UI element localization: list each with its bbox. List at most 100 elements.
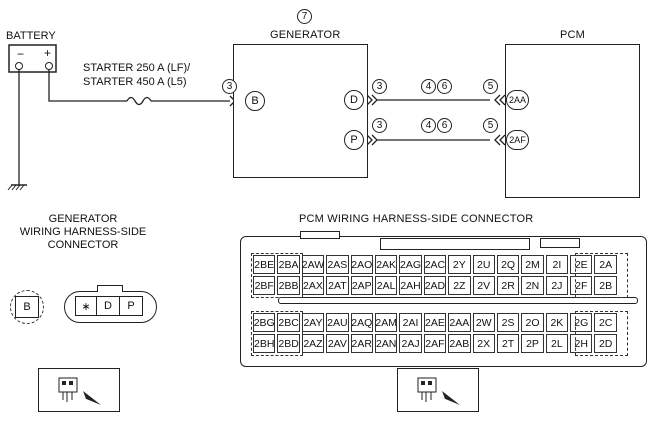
- generator-box: [233, 44, 368, 178]
- pcm-pin-2p: 2P: [521, 334, 544, 353]
- pcm-divider-rail: [278, 297, 638, 304]
- pcm-terminal-2af: 2AF: [506, 130, 529, 150]
- pcm-pin-2ae: 2AE: [423, 313, 447, 332]
- pcm-pin-2aw: 2AW: [301, 255, 325, 274]
- pcm-pin-2k: 2K: [545, 313, 569, 332]
- ref-d-1: 3: [372, 79, 387, 94]
- pcm-upper-left-bracket: [251, 253, 303, 298]
- gen-connector-title-line-3: CONNECTOR: [47, 239, 119, 251]
- pcm-pin-2b: 2B: [594, 276, 617, 295]
- pcm-pin-2as: 2AS: [326, 255, 349, 274]
- connector-view-icon-left: [38, 368, 120, 412]
- pcm-pin-2m: 2M: [521, 255, 544, 274]
- pcm-pin-2o: 2O: [521, 313, 544, 332]
- battery-pos-terminal: +: [44, 46, 52, 60]
- gen-connector-title: GENERATOR WIRING HARNESS-SIDE CONNECTOR: [8, 213, 158, 252]
- gen-pin-d: D: [97, 296, 120, 316]
- pcm-pin-2z: 2Z: [448, 276, 471, 295]
- pcm-upper-right-bracket: [575, 253, 628, 298]
- ref-p-4: 5: [483, 118, 498, 133]
- pcm-pin-2a: 2A: [594, 255, 617, 274]
- battery-pos-post: [45, 62, 53, 70]
- pcm-latch-center: [380, 238, 530, 250]
- pcm-terminal-2aa: 2AA: [506, 90, 529, 110]
- pcm-pin-2al: 2AL: [374, 276, 398, 295]
- pcm-box: [505, 44, 640, 198]
- pcm-pin-2y: 2Y: [448, 255, 471, 274]
- starter-label-2: STARTER 450 A (L5): [83, 76, 187, 88]
- pcm-pin-2ad: 2AD: [423, 276, 447, 295]
- pcm-lower-right-bracket: [575, 311, 628, 356]
- pcm-pin-2n: 2N: [521, 276, 544, 295]
- pcm-pin-2ai: 2AI: [399, 313, 422, 332]
- pcm-pin-2d: 2D: [594, 334, 617, 353]
- pcm-connector-title: PCM WIRING HARNESS-SIDE CONNECTOR: [299, 213, 534, 225]
- pcm-pin-2j: 2J: [545, 276, 569, 295]
- pcm-pin-2bh: 2BH: [253, 334, 276, 353]
- battery-neg-post: [15, 62, 23, 70]
- pcm-pin-2ac: 2AC: [423, 255, 447, 274]
- pcm-pin-2au: 2AU: [326, 313, 349, 332]
- gen-pin-1: ∗: [75, 296, 97, 316]
- pcm-pin-2ak: 2AK: [374, 255, 398, 274]
- gen-connector-title-line-2: WIRING HARNESS-SIDE: [19, 226, 147, 238]
- pcm-pin-2s: 2S: [496, 313, 520, 332]
- gen-connector-b-outline: [10, 290, 44, 324]
- ref-p-2: 4: [421, 118, 436, 133]
- pcm-pin-2ax: 2AX: [301, 276, 325, 295]
- pcm-pin-2av: 2AV: [326, 334, 349, 353]
- pcm-pin-2t: 2T: [496, 334, 520, 353]
- pcm-pin-2ao: 2AO: [350, 255, 373, 274]
- ref-d-3: 6: [437, 79, 452, 94]
- pcm-latch-2: [540, 238, 580, 248]
- gen-connector-latch: [97, 285, 123, 292]
- gen-connector-pins: ∗ D P: [75, 296, 143, 316]
- generator-ref-number: 7: [297, 9, 312, 24]
- pcm-label: PCM: [560, 29, 586, 41]
- pcm-pin-2ba: 2BA: [277, 255, 300, 274]
- pcm-pin-2ay: 2AY: [301, 313, 325, 332]
- ref-b-wire: 3: [222, 79, 237, 94]
- pcm-pin-2aj: 2AJ: [399, 334, 422, 353]
- pcm-pin-2aa: 2AA: [448, 313, 471, 332]
- ref-d-4: 5: [483, 79, 498, 94]
- pcm-pin-2am: 2AM: [374, 313, 398, 332]
- pcm-pin-2bc: 2BC: [277, 313, 300, 332]
- ref-p-1: 3: [372, 118, 387, 133]
- pcm-pin-2bg: 2BG: [253, 313, 276, 332]
- fuse-symbol: [126, 96, 152, 106]
- pcm-pin-2be: 2BE: [253, 255, 276, 274]
- pcm-pin-2bd: 2BD: [277, 334, 300, 353]
- generator-terminal-p: P: [344, 130, 364, 150]
- pcm-pin-2q: 2Q: [496, 255, 520, 274]
- pcm-pin-2ab: 2AB: [448, 334, 471, 353]
- pcm-pin-2af: 2AF: [423, 334, 447, 353]
- pcm-pin-2at: 2AT: [326, 276, 349, 295]
- starter-label-1: STARTER 250 A (LF)/: [83, 62, 191, 74]
- battery-neg-terminal: −: [17, 47, 25, 61]
- ref-d-2: 4: [421, 79, 436, 94]
- pcm-pin-2x: 2X: [472, 334, 495, 353]
- pcm-pin-2ar: 2AR: [350, 334, 373, 353]
- gen-connector-b: B: [15, 296, 39, 318]
- pcm-pin-2bf: 2BF: [253, 276, 276, 295]
- pcm-pin-2l: 2L: [545, 334, 569, 353]
- pcm-pin-2u: 2U: [472, 255, 495, 274]
- pcm-pin-2az: 2AZ: [301, 334, 325, 353]
- pcm-pin-2c: 2C: [594, 313, 617, 332]
- pcm-connector-housing: [240, 236, 647, 367]
- generator-terminal-d: D: [344, 90, 364, 110]
- ref-p-3: 6: [437, 118, 452, 133]
- pcm-pin-2an: 2AN: [374, 334, 398, 353]
- pcm-pin-2bb: 2BB: [277, 276, 300, 295]
- generator-terminal-b: B: [245, 91, 265, 111]
- pcm-pin-2v: 2V: [472, 276, 495, 295]
- pcm-pin-2ap: 2AP: [350, 276, 373, 295]
- pcm-lower-left-bracket: [251, 311, 303, 356]
- pcm-latch-1: [300, 231, 340, 239]
- gen-pin-p: P: [120, 296, 143, 316]
- pcm-pin-2w: 2W: [472, 313, 495, 332]
- battery-label: BATTERY: [6, 30, 56, 42]
